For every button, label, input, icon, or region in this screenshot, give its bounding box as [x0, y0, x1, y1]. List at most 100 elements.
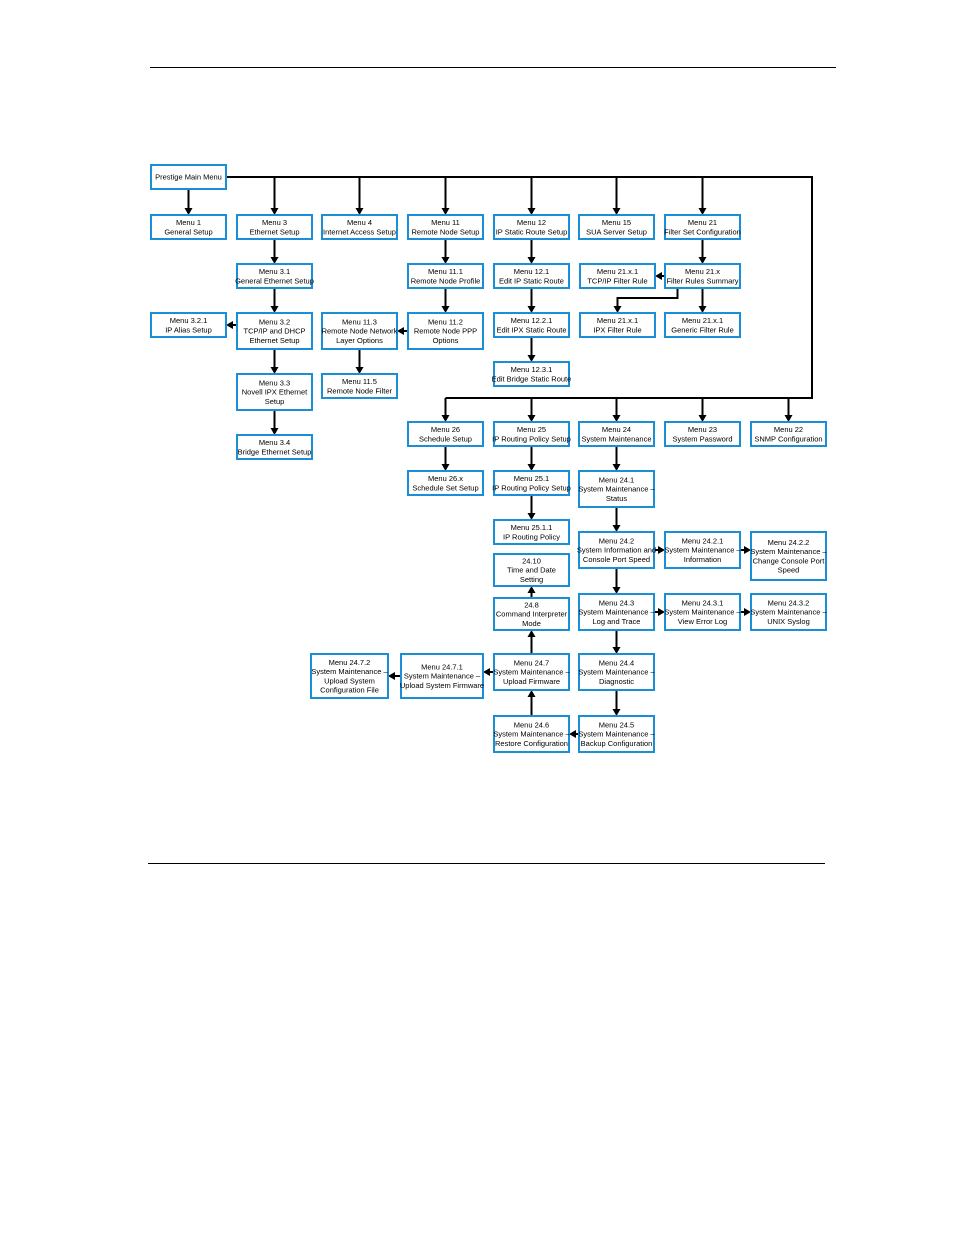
- menu-box-frame: [407, 312, 484, 350]
- menu-box-label-line: Menu 24.7.1: [421, 663, 463, 672]
- menu-box-frame: [407, 263, 484, 289]
- menu-box-label-line: Layer Options: [336, 336, 383, 345]
- menu-box-frame: [578, 653, 655, 691]
- menu-box-label-line: Setting: [520, 575, 543, 584]
- menu-box-frame: [578, 214, 655, 240]
- menu-box-label-line: System Maintenance –: [311, 667, 388, 676]
- arrowhead-m112-to-m113: [397, 327, 404, 335]
- menu-box-frame: [400, 653, 484, 699]
- arrowhead-m12-to-m121: [527, 257, 536, 264]
- arrowhead-main-to-m21: [698, 208, 707, 215]
- menu-box-label-line: Menu 1: [176, 218, 201, 227]
- arrowhead-m2471-to-m2472: [388, 672, 395, 680]
- menu-box-label-line: Time and Date: [507, 566, 556, 575]
- menu-box-label-line: Menu 11: [431, 218, 460, 227]
- menu-box-frame: [321, 373, 398, 399]
- menu-box-label-line: Menu 12.2.1: [511, 316, 553, 325]
- menu-box-label-line: Remote Node Setup: [412, 227, 480, 236]
- menu-box-label-line: Menu 24.4: [599, 659, 634, 668]
- menu-box-label-line: Ethernet Setup: [249, 227, 299, 236]
- menu-box-frame: [150, 214, 227, 240]
- menu-box-label-line: SUA Server Setup: [586, 227, 647, 236]
- menu-box-label-line: SNMP Configuration: [754, 434, 822, 443]
- menu-box-frame: [407, 421, 484, 447]
- menu-box-label-line: System Maintenance –: [493, 668, 570, 677]
- menu-box-label-line: Remote Node Profile: [411, 276, 481, 285]
- menu-box-label-line: Menu 24.3: [599, 599, 634, 608]
- arrowhead-m243-to-m2431: [658, 608, 665, 616]
- menu-box-frame: [321, 312, 398, 350]
- menu-box-label-line: System Maintenance –: [664, 608, 741, 617]
- menu-box-m321: Menu 3.2.1IP Alias Setup: [150, 312, 227, 338]
- menu-box-label-line: Generic Filter Rule: [671, 325, 734, 334]
- arrowhead-m31-to-m32: [270, 306, 279, 313]
- menu-box-label-line: Menu 21: [688, 218, 717, 227]
- menu-box-label-line: Remote Node Network: [322, 327, 398, 336]
- menu-box-frame: [664, 214, 741, 240]
- arrowhead-m243-to-m244: [612, 647, 621, 654]
- menu-box-label-line: General Setup: [164, 227, 212, 236]
- menu-box-label-line: Information: [684, 555, 722, 564]
- menu-box-label-line: Diagnostic: [599, 677, 634, 686]
- menu-box-frame: [236, 373, 313, 411]
- arrowhead-main-to-m4: [355, 208, 364, 215]
- menu-box-label-line: Menu 26: [431, 425, 460, 434]
- arrowhead-m241-to-m242: [612, 525, 621, 532]
- menu-box-label-line: Bridge Ethernet Setup: [238, 447, 312, 456]
- arrowhead-m32-to-m321: [226, 321, 233, 329]
- menu-box-label-line: Setup: [265, 397, 285, 406]
- menu-box-label-line: 24.8: [524, 601, 539, 610]
- arrowhead-main-to-m23: [698, 415, 707, 422]
- menu-box-label-line: Menu 11.2: [428, 318, 463, 327]
- arrowhead-main-to-m1: [184, 208, 193, 215]
- menu-box-frame: [664, 593, 741, 631]
- menu-box-frame: [493, 421, 570, 447]
- arrowhead-m251-to-m2511: [527, 513, 536, 520]
- menu-box-label-line: Menu 24.5: [599, 721, 634, 730]
- arrowhead-main-to-m12: [527, 208, 536, 215]
- menu-box-label-line: Menu 12.1: [514, 267, 549, 276]
- menu-box-frame: [493, 312, 570, 338]
- menu-box-label-line: System Maintenance –: [750, 608, 827, 617]
- menu-box-label-line: Schedule Setup: [419, 434, 472, 443]
- arrowhead-m2431-to-m2432: [744, 608, 751, 616]
- menu-box-label-line: System Maintenance –: [578, 485, 655, 494]
- menu-box-label-line: Menu 12: [517, 218, 546, 227]
- menu-box-frame: [750, 421, 827, 447]
- menu-box-label-line: Command Interpreter: [496, 610, 568, 619]
- menu-box-label-line: Menu 3.4: [259, 438, 290, 447]
- menu-box-label-line: View Error Log: [678, 617, 727, 626]
- menu-box-label-line: Edit IPX Static Route: [496, 325, 566, 334]
- menu-box-label-line: Filter Set Configuration: [664, 227, 741, 236]
- menu-box-label-line: IP Routing Policy: [503, 532, 560, 541]
- menu-box-label-line: Upload Firmware: [503, 677, 560, 686]
- menu-box-label-line: Menu 3.3: [259, 379, 290, 388]
- arrowhead-m33-to-m34: [270, 428, 279, 435]
- menu-box-label-line: Speed: [778, 566, 800, 575]
- menu-box-frame: [664, 531, 741, 569]
- menu-box-label-line: System Maintenance –: [578, 668, 655, 677]
- menu-box-label-line: 24.10: [522, 557, 541, 566]
- menu-box-label-line: General Ethernet Setup: [235, 276, 314, 285]
- menu-box-label-line: System Maintenance –: [750, 547, 827, 556]
- menu-box-label-line: Filter Rules Summary: [666, 276, 738, 285]
- arrowhead-m242-to-m243: [612, 587, 621, 594]
